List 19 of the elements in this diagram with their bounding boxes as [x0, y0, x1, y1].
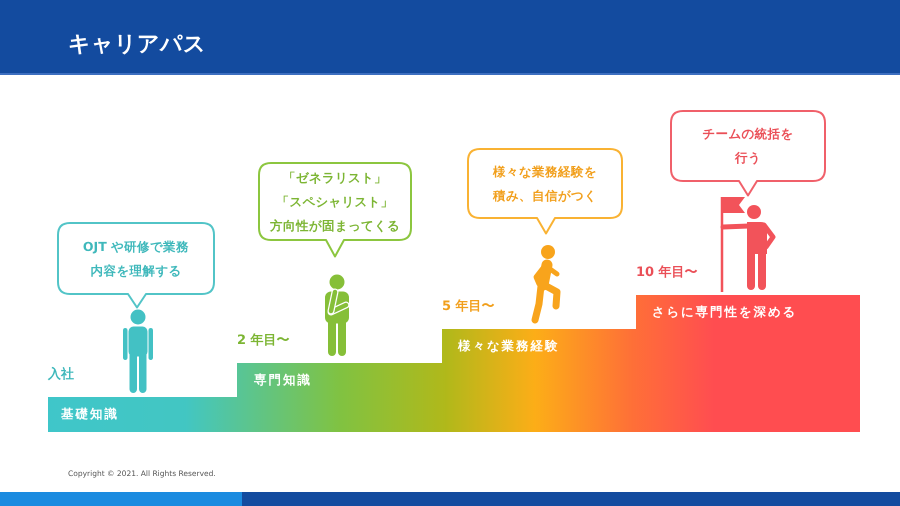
- step-label: 様々な業務経験: [458, 338, 560, 354]
- year-label: 10 年目〜: [636, 264, 698, 282]
- step-band: [48, 397, 860, 432]
- step-band: [636, 295, 860, 329]
- speech-bubble: [57, 222, 215, 309]
- step-label: さらに専門性を深める: [652, 304, 797, 320]
- speech-bubble: [258, 162, 412, 258]
- speech-bubble: [467, 148, 623, 235]
- step-label: 専門知識: [254, 372, 312, 388]
- year-label: 入社: [48, 366, 74, 384]
- year-label: 5 年目〜: [442, 298, 495, 316]
- year-label: 2 年目〜: [237, 332, 290, 350]
- bubble-text: チームの統括を行う: [702, 125, 794, 167]
- step-label: 基礎知識: [61, 406, 119, 422]
- page-title: キャリアパス: [68, 31, 206, 59]
- speech-bubble: [670, 110, 826, 197]
- bubble-text: 様々な業務経験を積み、自信がつく: [492, 162, 598, 204]
- bubble-text: 「ゼネラリスト」「スペシャリスト」方向性が固まってくる: [268, 168, 401, 234]
- bubble-text: OJT や研修で業務内容を理解する: [82, 238, 190, 280]
